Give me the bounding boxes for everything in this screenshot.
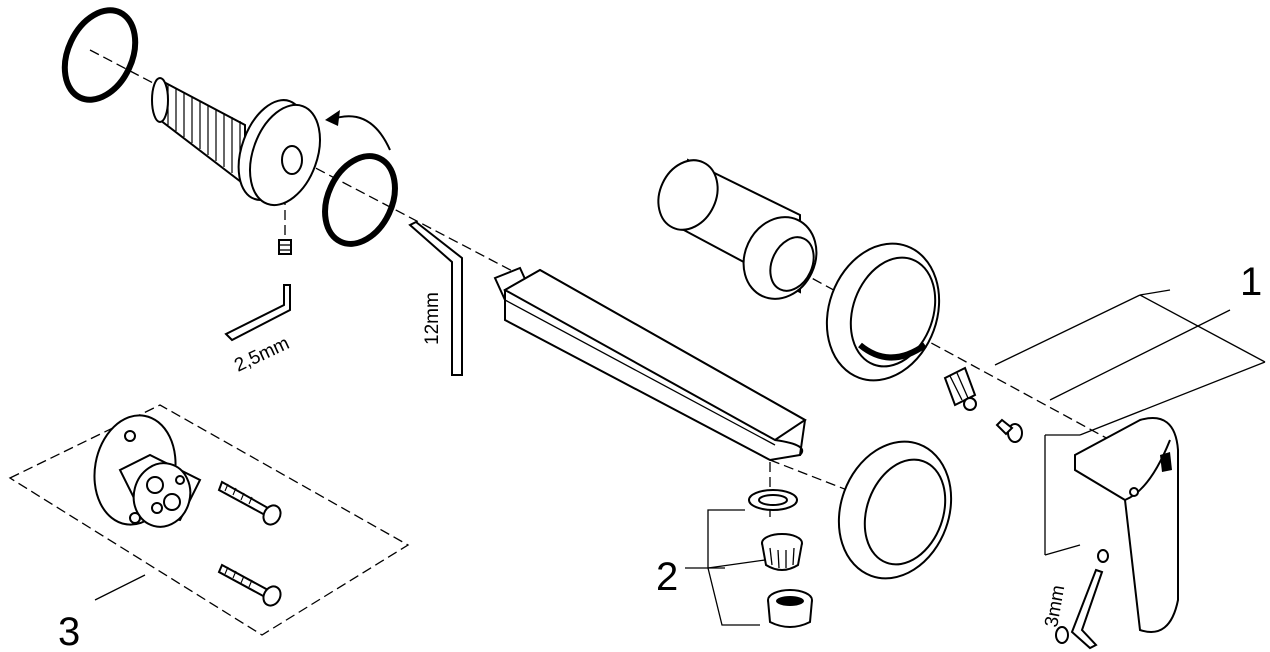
aerator-washer <box>748 489 798 511</box>
hex-key-small-label: 2,5mm <box>231 333 293 377</box>
bracket-1 <box>994 289 1266 555</box>
mounting-screw-upper <box>217 480 282 526</box>
mounting-screw-lower <box>217 563 282 607</box>
callout-2: 2 <box>656 555 678 599</box>
leader-3 <box>94 574 146 601</box>
hex-key-lever-label: 3mm <box>1041 584 1069 629</box>
o-ring-small <box>322 153 398 247</box>
lever-cartridge-adapter <box>943 366 977 411</box>
set-screw-small <box>278 239 292 255</box>
aerator-insert <box>761 533 803 571</box>
o-ring-large <box>61 7 139 103</box>
hex-key-3mm <box>1044 544 1109 650</box>
callout-1: 1 <box>1240 260 1262 304</box>
lever-screw <box>995 418 1023 443</box>
spout-body <box>493 266 807 462</box>
hex-key-large-label: 12mm <box>422 292 443 345</box>
flow-cartridge <box>93 414 202 528</box>
service-kit-frame <box>8 404 410 636</box>
assembly-axis-lines <box>89 49 1111 520</box>
lever-handle <box>1074 417 1179 633</box>
escutcheon-lower <box>837 440 953 580</box>
hex-key-12mm <box>408 220 463 376</box>
threaded-sleeve <box>151 77 391 207</box>
escutcheon-upper <box>825 242 941 382</box>
cover-sleeve <box>657 158 818 300</box>
bracket-2 <box>685 509 766 626</box>
aerator-housing <box>767 589 813 628</box>
callout-3: 3 <box>58 610 80 652</box>
hex-key-2-5mm <box>224 284 291 342</box>
